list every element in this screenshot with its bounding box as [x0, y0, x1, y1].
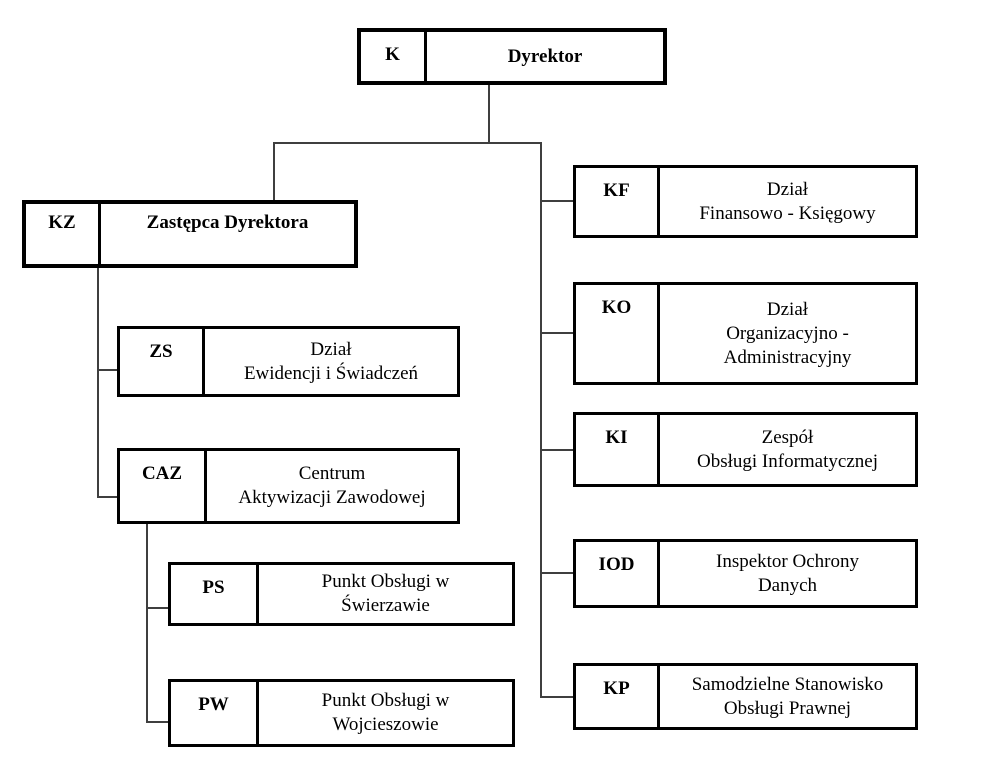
org-node-kz: KZ Zastępca Dyrektora — [22, 200, 358, 268]
node-label: Inspektor Ochrony Danych — [716, 550, 859, 596]
connector-stub-kf — [540, 200, 573, 202]
org-node-pw: PW Punkt Obsługi w Wojcieszowie — [168, 679, 515, 747]
node-code: KZ — [26, 204, 101, 264]
node-code: KI — [576, 415, 660, 484]
node-code: KP — [576, 666, 660, 727]
connector-k-drop — [488, 85, 490, 143]
org-node-ps: PS Punkt Obsługi w Świerzawie — [168, 562, 515, 626]
connector-stub-kp — [540, 696, 573, 698]
connector-kz-down-trunk — [97, 268, 99, 498]
connector-top-bus — [273, 142, 542, 144]
org-node-k: K Dyrektor — [357, 28, 667, 85]
node-code: KO — [576, 285, 660, 382]
org-node-ki: KI Zespół Obsługi Informatycznej — [573, 412, 918, 487]
node-code: K — [361, 32, 427, 81]
node-code: PS — [171, 565, 259, 623]
connector-kz-drop — [273, 142, 275, 200]
connector-stub-ki — [540, 449, 573, 451]
node-label: Zastępca Dyrektora — [146, 212, 309, 233]
org-node-kf: KF Dział Finansowo - Księgowy — [573, 165, 918, 238]
node-code: IOD — [576, 542, 660, 605]
node-label: Centrum Aktywizacji Zawodowej — [238, 463, 426, 508]
org-node-ko: KO Dział Organizacyjno - Administracyjny — [573, 282, 918, 385]
node-label: Dział Ewidencji i Świadczeń — [243, 338, 419, 384]
org-node-caz: CAZ Centrum Aktywizacji Zawodowej — [117, 448, 460, 524]
connector-stub-zs — [97, 369, 117, 371]
org-node-iod: IOD Inspektor Ochrony Danych — [573, 539, 918, 608]
node-label: Samodzielne Stanowisko Obsługi Prawnej — [691, 673, 884, 719]
connector-stub-caz — [97, 496, 117, 498]
org-node-kp: KP Samodzielne Stanowisko Obsługi Prawne… — [573, 663, 918, 730]
node-code: PW — [171, 682, 259, 744]
node-label: Punkt Obsługi w Wojcieszowie — [321, 690, 450, 735]
connector-caz-down-trunk — [146, 523, 148, 723]
node-label: Dyrektor — [507, 45, 583, 67]
node-label: Punkt Obsługi w Świerzawie — [321, 571, 450, 616]
node-code: ZS — [120, 329, 205, 394]
connector-stub-iod — [540, 572, 573, 574]
node-label: Zespół Obsługi Informatycznej — [697, 426, 878, 472]
node-label: Dział Finansowo - Księgowy — [699, 178, 876, 224]
node-code: KF — [576, 168, 660, 235]
node-label: Dział Organizacyjno - Administracyjny — [723, 298, 852, 368]
connector-stub-pw — [146, 721, 168, 723]
node-code: CAZ — [120, 451, 207, 521]
org-node-zs: ZS Dział Ewidencji i Świadczeń — [117, 326, 460, 397]
connector-right-trunk — [540, 142, 542, 698]
connector-stub-ps — [146, 607, 168, 609]
connector-stub-ko — [540, 332, 573, 334]
